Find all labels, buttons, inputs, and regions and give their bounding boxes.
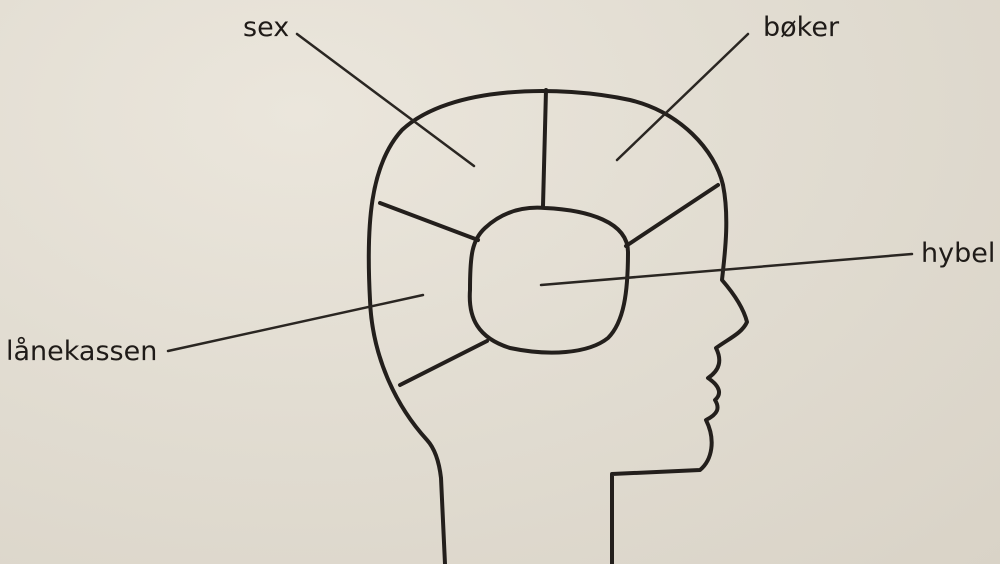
- label-sex: sex: [243, 12, 289, 43]
- divider-left-lower: [400, 341, 487, 385]
- leader-line-hybel: [541, 254, 912, 285]
- label-boker: bøker: [763, 12, 840, 43]
- leader-line-sex: [297, 34, 474, 166]
- divider-top: [543, 90, 546, 206]
- leader-line-lanekassen: [168, 295, 423, 351]
- label-lanekassen: lånekassen: [6, 336, 157, 367]
- leader-line-boker: [617, 34, 748, 160]
- label-hybel: hybel: [921, 238, 995, 269]
- divider-right-upper: [626, 185, 718, 246]
- divider-left-upper: [380, 203, 478, 240]
- head-outline: [369, 91, 747, 564]
